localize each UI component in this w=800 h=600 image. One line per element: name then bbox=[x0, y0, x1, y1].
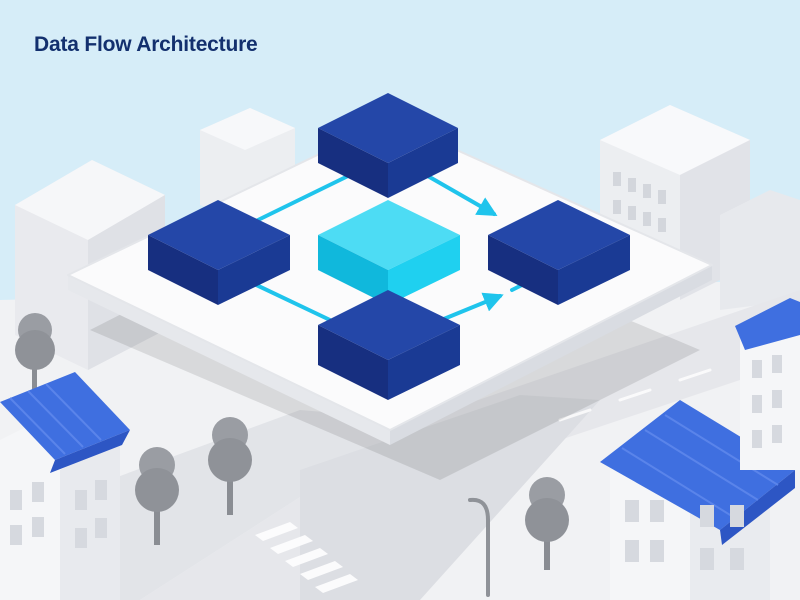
connector-left-to-top bbox=[256, 174, 350, 222]
tree bbox=[135, 447, 179, 545]
right-block bbox=[488, 200, 630, 305]
trees bbox=[15, 313, 569, 570]
building-right-edge bbox=[735, 298, 800, 470]
house-left bbox=[0, 372, 130, 600]
left-block bbox=[148, 200, 290, 305]
street-lamp bbox=[468, 497, 490, 597]
center-block bbox=[318, 200, 460, 305]
page-title: Data Flow Architecture bbox=[34, 33, 258, 56]
house-right bbox=[600, 400, 795, 600]
connector-left-to-bottom bbox=[248, 280, 332, 322]
tree bbox=[208, 417, 252, 515]
bottom-block bbox=[318, 290, 460, 400]
top-block bbox=[318, 93, 458, 198]
tree bbox=[15, 313, 55, 395]
connector-top-to-right bbox=[424, 173, 498, 216]
tree bbox=[525, 477, 569, 570]
